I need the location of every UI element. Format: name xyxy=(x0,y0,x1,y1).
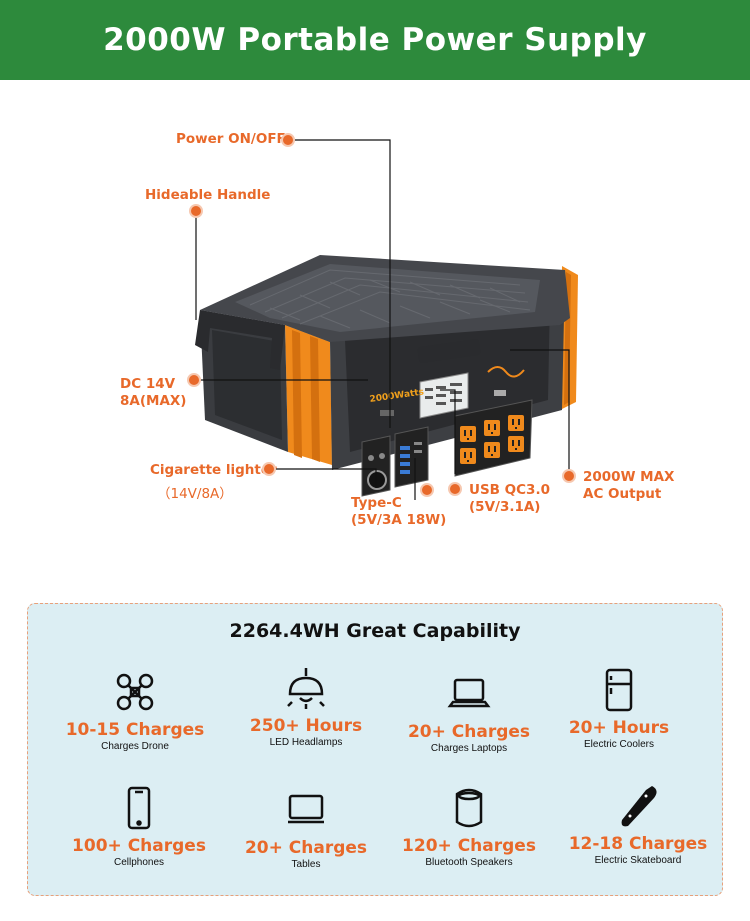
capability-label: Tables xyxy=(291,859,321,870)
callout-typec-line1: Type-C xyxy=(351,495,402,511)
callout-usb-line2: (5V/3.1A) xyxy=(469,499,541,515)
capability-item: 250+ Hours LED Headlamps xyxy=(221,666,391,748)
capability-label: Electric Skateboard xyxy=(594,855,682,866)
callout-cig-line2: （14V/8A） xyxy=(157,486,233,502)
power-station-image: 2000Watts xyxy=(195,139,578,500)
callout-dot-power xyxy=(281,133,295,147)
capability-label: Charges Drone xyxy=(101,741,169,752)
header-banner: 2000W Portable Power Supply xyxy=(0,0,750,80)
capability-value: 20+ Hours xyxy=(568,718,670,738)
callout-dot-handle xyxy=(189,204,203,218)
callout-dot-ac xyxy=(562,469,576,483)
capability-panel: 2264.4WH Great Capability 10-15 Charges … xyxy=(27,603,723,896)
capability-item: 12-18 Charges Electric Skateboard xyxy=(553,784,723,866)
capability-value: 20+ Charges xyxy=(244,838,368,858)
capability-value: 100+ Charges xyxy=(72,836,206,856)
capability-item: 20+ Charges Charges Laptops xyxy=(384,672,554,754)
capability-value: 250+ Hours xyxy=(249,716,363,736)
callout-cig-line1: Cigarette lighter xyxy=(150,462,277,478)
phone-icon xyxy=(127,786,151,830)
callout-usb-line1: USB QC3.0 xyxy=(469,482,550,498)
speaker-icon xyxy=(455,788,483,828)
capability-item: 20+ Charges Tables xyxy=(221,788,391,870)
capability-title: 2264.4WH Great Capability xyxy=(229,620,521,642)
capability-item: 120+ Charges Bluetooth Speakers xyxy=(384,786,554,868)
callout-typec-line2: (5V/3A 18W) xyxy=(351,512,447,528)
drone-icon xyxy=(116,673,154,711)
product-diagram: 2000Watts xyxy=(0,80,750,600)
callout-dot-dc xyxy=(187,373,201,387)
page-title: 2000W Portable Power Supply xyxy=(103,22,647,58)
capability-item: 10-15 Charges Charges Drone xyxy=(50,670,220,752)
callout-dot-usb xyxy=(448,482,462,496)
capability-item: 20+ Hours Electric Coolers xyxy=(534,668,704,750)
callout-dot-typec xyxy=(420,483,434,497)
callout-ac-line2: AC Output xyxy=(583,486,662,502)
skateboard-icon xyxy=(621,786,657,827)
callout-dc-line1: DC 14V xyxy=(120,376,176,392)
capability-label: Charges Laptops xyxy=(430,743,508,754)
capability-value: 10-15 Charges xyxy=(65,720,205,740)
capability-label: Bluetooth Speakers xyxy=(425,857,513,868)
capability-label: LED Headlamps xyxy=(269,737,343,748)
capability-value: 120+ Charges xyxy=(402,836,536,856)
capability-value: 12-18 Charges xyxy=(568,834,708,854)
fridge-icon xyxy=(605,668,633,712)
lamp-icon xyxy=(287,668,325,709)
callout-handle: Hideable Handle xyxy=(145,187,271,203)
callout-power: Power ON/OFF xyxy=(176,131,286,147)
callout-ac-line1: 2000W MAX xyxy=(583,469,675,485)
laptop-icon xyxy=(447,678,491,708)
tablet-icon xyxy=(288,794,324,824)
capability-item: 100+ Charges Cellphones xyxy=(54,786,224,868)
capability-label: Electric Coolers xyxy=(583,739,655,750)
capability-value: 20+ Charges xyxy=(407,722,531,742)
capability-label: Cellphones xyxy=(113,857,165,868)
callout-dot-cig xyxy=(262,462,276,476)
callout-dc-line2: 8A(MAX) xyxy=(120,393,187,409)
